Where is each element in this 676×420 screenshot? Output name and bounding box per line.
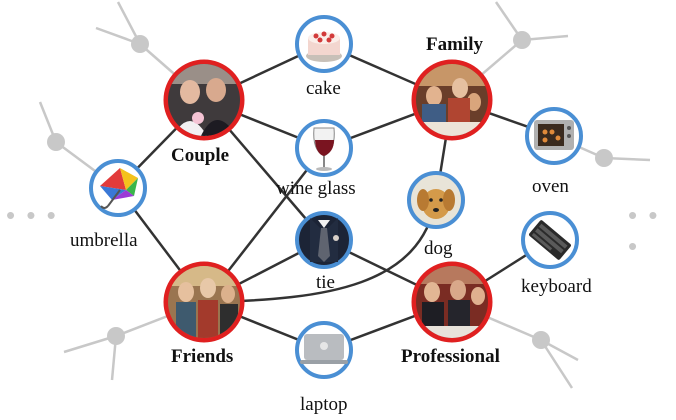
- umbrella-icon: [100, 168, 138, 209]
- friends-node[interactable]: [163, 261, 245, 343]
- umbrella-node[interactable]: [89, 159, 147, 217]
- wine-glass-label: wine glass: [276, 178, 356, 199]
- tie-node[interactable]: [295, 211, 353, 269]
- dog-icon: [417, 189, 455, 219]
- keyboard-node[interactable]: [521, 211, 579, 269]
- family-node[interactable]: [411, 59, 493, 141]
- friends-party-photo: [168, 266, 240, 338]
- cake-node[interactable]: [295, 15, 353, 73]
- cake-label: cake: [306, 78, 341, 99]
- oven-icon: [534, 120, 574, 150]
- faded-nodes: [47, 31, 613, 349]
- family-dinner-photo: [416, 64, 488, 136]
- laptop-label: laptop: [300, 394, 348, 415]
- wine-glass-node[interactable]: [295, 119, 353, 177]
- dog-node[interactable]: [407, 171, 465, 229]
- couple-label: Couple: [171, 145, 230, 166]
- laptop-icon: [300, 334, 348, 364]
- oven-node[interactable]: [525, 107, 583, 165]
- tie-icon: [310, 218, 339, 262]
- professional-label: Professional: [401, 346, 500, 367]
- laptop-node[interactable]: [295, 321, 353, 379]
- professional-node[interactable]: [411, 261, 493, 343]
- friends-label: Friends: [171, 346, 234, 367]
- keyboard-label: keyboard: [521, 276, 592, 297]
- umbrella-label: umbrella: [70, 230, 138, 251]
- family-label: Family: [426, 34, 483, 55]
- tie-label: tie: [316, 272, 335, 293]
- oven-label: oven: [532, 176, 569, 197]
- wedding-couple-photo: [168, 64, 240, 136]
- couple-node[interactable]: [163, 59, 245, 141]
- cake-icon: [306, 31, 342, 62]
- keyboard-icon: [529, 220, 571, 260]
- wine-glass-icon: [313, 127, 335, 171]
- ellipsis-right: • • •: [628, 200, 660, 261]
- ellipsis-left: • • •: [6, 200, 58, 230]
- dog-label: dog: [424, 238, 453, 259]
